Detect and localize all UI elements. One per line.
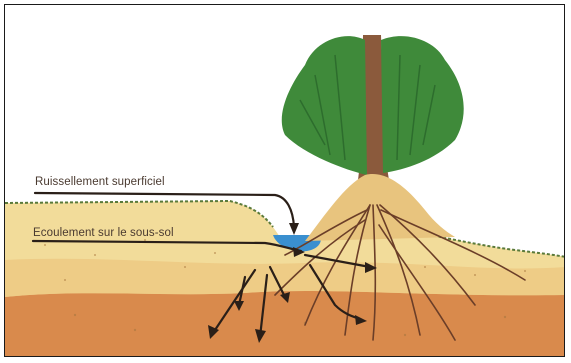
surface-runoff-label: Ruissellement superficiel (35, 176, 165, 188)
subsoil-flow-label: Ecoulement sur le sous-sol (33, 227, 174, 239)
diagram-frame: Ruissellement superficiel Ecoulement sur… (4, 4, 565, 357)
